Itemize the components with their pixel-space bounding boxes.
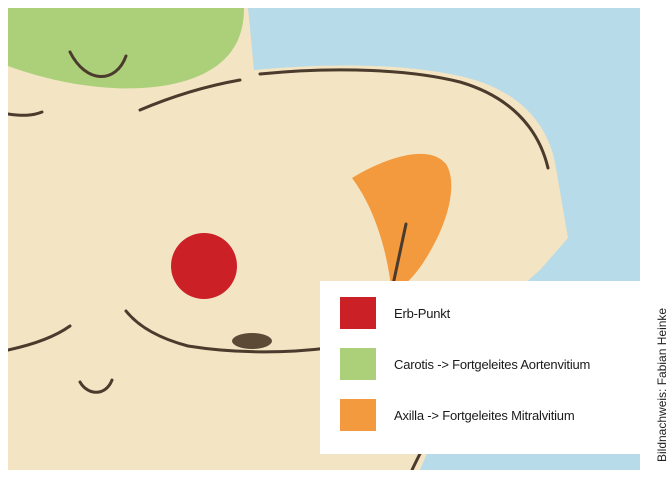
nipple — [232, 333, 272, 349]
legend-label: Axilla -> Fortgeleites Mitralvitium — [394, 408, 574, 423]
erb-point — [171, 233, 237, 299]
orange-square-icon — [340, 399, 376, 431]
green-square-icon — [340, 348, 376, 380]
legend-label: Carotis -> Fortgeleites Aortenvitium — [394, 357, 590, 372]
red-square-icon — [340, 297, 376, 329]
legend: Erb-Punkt Carotis -> Fortgeleites Aorten… — [320, 281, 640, 454]
image-credit: Bildnachweis: Fabian Heinke — [655, 308, 666, 462]
legend-item-axilla: Axilla -> Fortgeleites Mitralvitium — [340, 399, 640, 431]
legend-item-erb: Erb-Punkt — [340, 297, 640, 329]
legend-item-carotis: Carotis -> Fortgeleites Aortenvitium — [340, 348, 640, 380]
legend-label: Erb-Punkt — [394, 306, 450, 321]
